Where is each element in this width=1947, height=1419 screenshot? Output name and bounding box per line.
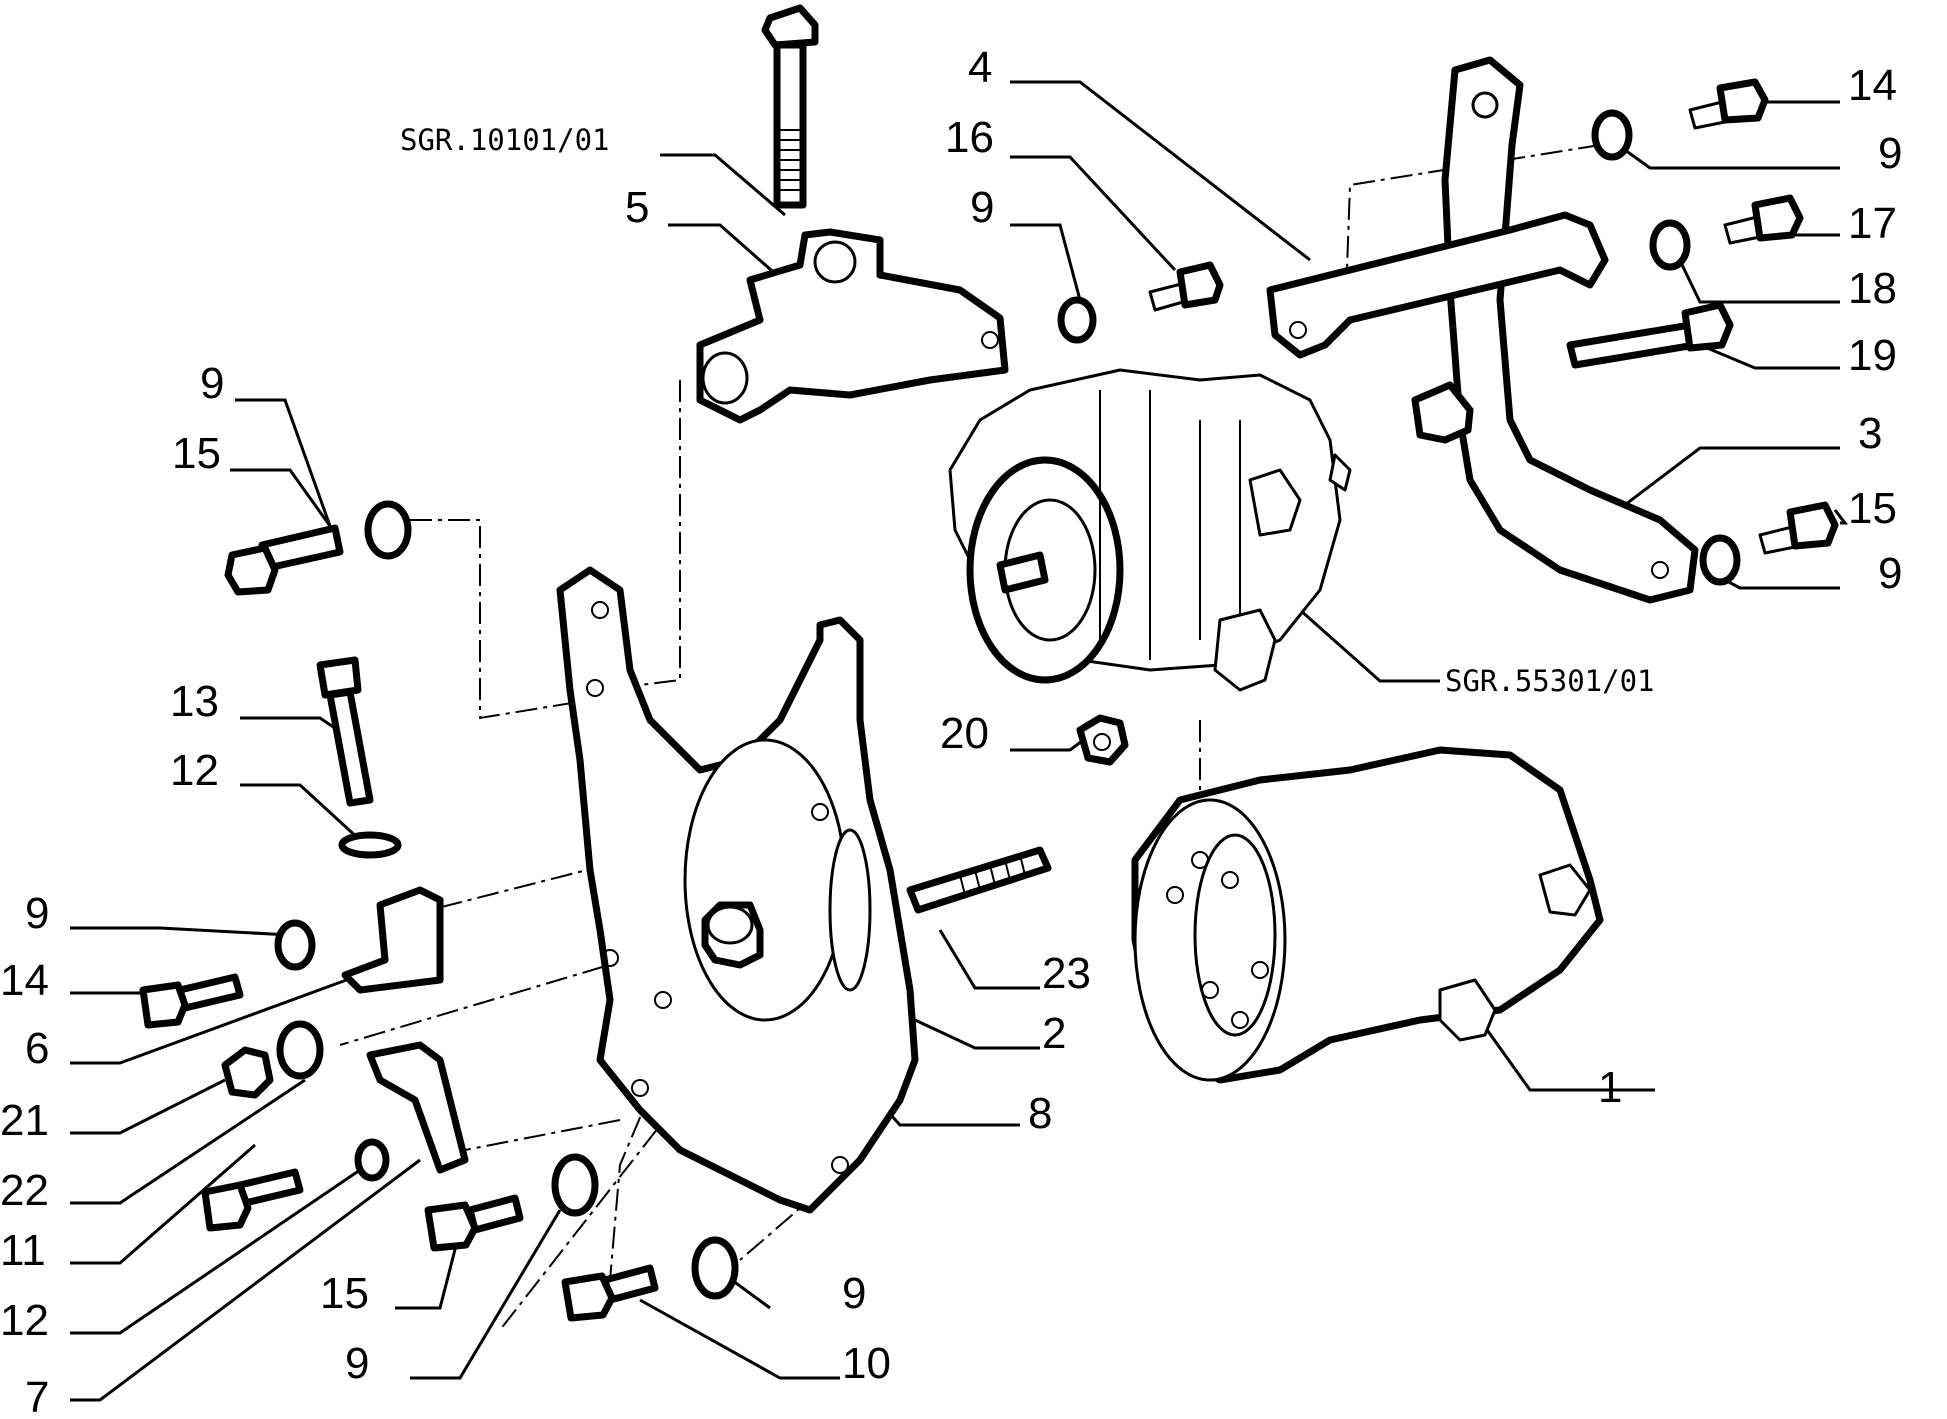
callout-9: 9 bbox=[345, 1339, 369, 1388]
sgr-alternator-label: SGR.55301/01 bbox=[1445, 664, 1655, 698]
callout-1: 1 bbox=[1598, 1063, 1622, 1112]
callout-9: 9 bbox=[25, 889, 49, 938]
callout-3: 3 bbox=[1858, 409, 1882, 458]
callout-numbers: 4 14 16 9 9 17 5 18 9 19 15 3 15 9 13 20… bbox=[0, 43, 1902, 1419]
callout-15: 15 bbox=[320, 1269, 369, 1318]
callout-18: 18 bbox=[1848, 264, 1897, 313]
callout-17: 17 bbox=[1848, 199, 1897, 248]
callout-9: 9 bbox=[1878, 549, 1902, 598]
long-bolt-top bbox=[761, 4, 819, 209]
compressor-1 bbox=[1131, 746, 1604, 1084]
callout-16: 16 bbox=[945, 113, 994, 162]
callout-15: 15 bbox=[172, 429, 221, 478]
callout-12: 12 bbox=[0, 1296, 49, 1345]
bracket-5 bbox=[696, 228, 1009, 424]
callout-11: 11 bbox=[0, 1226, 46, 1275]
callout-21: 21 bbox=[0, 1096, 49, 1145]
sgr-top-label: SGR.10101/01 bbox=[400, 123, 610, 157]
callout-10: 10 bbox=[842, 1339, 891, 1388]
callout-22: 22 bbox=[0, 1166, 49, 1215]
callout-9: 9 bbox=[200, 359, 224, 408]
callout-14: 14 bbox=[1848, 61, 1897, 110]
spacer-8 bbox=[701, 901, 764, 969]
reference-labels: SGR.10101/01 SGR.55301/01 bbox=[400, 123, 1655, 698]
callout-9: 9 bbox=[1878, 129, 1902, 178]
callout-12: 12 bbox=[170, 746, 219, 795]
bar-4 bbox=[1266, 211, 1609, 359]
callout-6: 6 bbox=[25, 1024, 49, 1073]
callout-4: 4 bbox=[968, 43, 992, 92]
callout-20: 20 bbox=[940, 709, 989, 758]
callout-13: 13 bbox=[170, 677, 219, 726]
callout-8: 8 bbox=[1028, 1089, 1052, 1138]
stud-23 bbox=[906, 846, 1052, 914]
callout-9: 9 bbox=[970, 183, 994, 232]
callout-15: 15 bbox=[1848, 484, 1897, 533]
callout-9: 9 bbox=[842, 1269, 866, 1318]
callout-14: 14 bbox=[0, 956, 49, 1005]
callout-19: 19 bbox=[1848, 331, 1897, 380]
callout-23: 23 bbox=[1042, 949, 1091, 998]
callout-5: 5 bbox=[625, 183, 649, 232]
alternator bbox=[948, 368, 1352, 692]
hardware bbox=[139, 78, 1839, 1322]
arm-bracket-3 bbox=[1411, 56, 1699, 604]
nut-20 bbox=[1076, 714, 1129, 766]
callout-2: 2 bbox=[1042, 1009, 1066, 1058]
callout-7: 7 bbox=[25, 1373, 49, 1419]
main-plate-2 bbox=[556, 566, 919, 1214]
